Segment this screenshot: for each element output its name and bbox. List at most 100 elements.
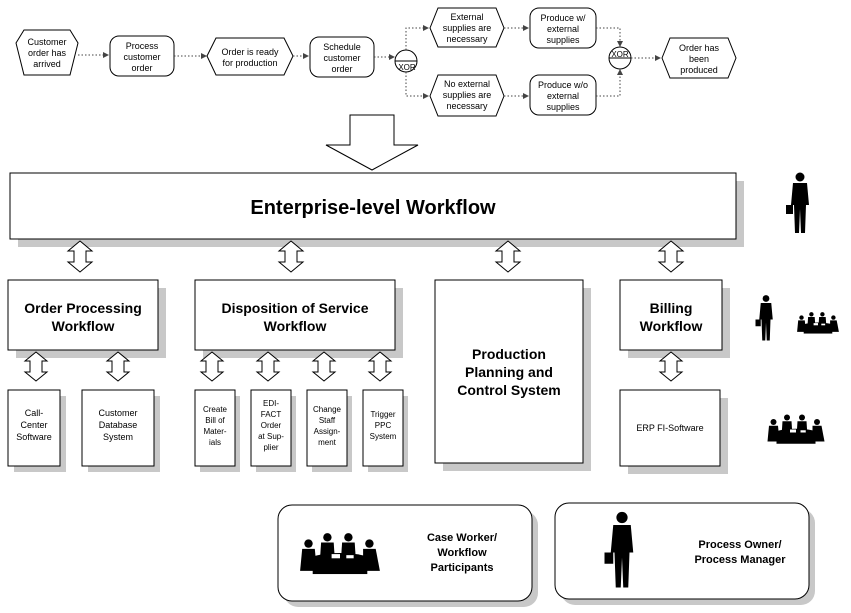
svg-text:order: order xyxy=(131,63,152,73)
double-arrow-icon xyxy=(367,351,393,382)
svg-text:Change: Change xyxy=(313,405,342,414)
xor-split-connector: XOR xyxy=(394,49,418,73)
svg-text:Disposition of Service: Disposition of Service xyxy=(221,300,368,316)
double-arrow-icon xyxy=(277,240,305,273)
svg-text:Center: Center xyxy=(20,420,47,430)
svg-text:PPC: PPC xyxy=(375,421,392,430)
svg-text:Produce w/o: Produce w/o xyxy=(538,80,588,90)
svg-text:Billing: Billing xyxy=(650,300,693,316)
event-text: Customer xyxy=(27,37,66,47)
flow-arrow xyxy=(596,69,623,97)
double-arrow-icon xyxy=(658,351,684,382)
svg-text:Process Manager: Process Manager xyxy=(694,554,786,566)
svg-text:produced: produced xyxy=(680,65,718,75)
function-process-customer-order: Process customer order xyxy=(109,35,175,77)
svg-text:Trigger: Trigger xyxy=(370,410,395,419)
function-produce-with-external: Produce w/ external supplies xyxy=(529,7,597,49)
svg-text:Production: Production xyxy=(472,346,546,362)
svg-text:EDI-: EDI- xyxy=(263,399,279,408)
svg-text:Workflow: Workflow xyxy=(640,318,703,334)
disposition-workflow: Disposition of Service Workflow xyxy=(194,279,403,358)
double-arrow-icon xyxy=(66,240,94,273)
function-produce-without-external: Produce w/o external supplies xyxy=(529,74,597,116)
svg-text:Schedule: Schedule xyxy=(323,42,361,52)
svg-text:ment: ment xyxy=(318,438,337,447)
svg-text:System: System xyxy=(103,432,133,442)
svg-text:Customer: Customer xyxy=(98,408,137,418)
event-external-supplies-necessary: External supplies are necessary xyxy=(429,7,505,48)
svg-text:supplies are: supplies are xyxy=(443,90,492,100)
case-workers-group-icon xyxy=(767,414,825,444)
svg-text:Software: Software xyxy=(16,432,52,442)
flow-arrow xyxy=(405,72,429,99)
event-no-external-supplies-necessary: No external supplies are necessary xyxy=(429,74,505,117)
svg-text:XOR: XOR xyxy=(398,63,416,72)
double-arrow-icon xyxy=(311,351,337,382)
process-owner-small-figure-icon xyxy=(755,295,773,341)
svg-text:Assign-: Assign- xyxy=(314,427,341,436)
svg-text:Participants: Participants xyxy=(431,562,494,574)
svg-text:Planning and: Planning and xyxy=(465,364,553,380)
svg-text:customer: customer xyxy=(123,52,160,62)
svg-text:ERP FI-Software: ERP FI-Software xyxy=(636,423,703,433)
svg-text:External: External xyxy=(450,12,483,22)
double-arrow-icon xyxy=(255,351,281,382)
svg-text:external: external xyxy=(547,24,579,34)
svg-text:supplies: supplies xyxy=(546,35,580,45)
svg-text:Call-: Call- xyxy=(25,408,44,418)
svg-text:Order: Order xyxy=(261,421,282,430)
meeting-group-icon xyxy=(797,312,839,334)
svg-text:Workflow: Workflow xyxy=(52,318,115,334)
large-down-arrow xyxy=(325,114,419,171)
flow-arrow xyxy=(405,25,429,50)
svg-text:System: System xyxy=(370,432,397,441)
svg-text:Bill of: Bill of xyxy=(205,416,225,425)
process-chain: Customer order has arrived Process custo… xyxy=(15,7,737,117)
svg-text:No external: No external xyxy=(444,79,490,89)
event-order-produced: Order has been produced xyxy=(661,37,737,79)
svg-text:supplies are: supplies are xyxy=(443,23,492,33)
svg-text:Order Processing: Order Processing xyxy=(24,300,142,316)
svg-text:order: order xyxy=(331,64,352,74)
svg-text:plier: plier xyxy=(263,443,278,452)
create-bill-of-materials: Create Bill of Mater- ials xyxy=(194,389,240,472)
svg-text:external: external xyxy=(547,91,579,101)
svg-text:Create: Create xyxy=(203,405,228,414)
flow-arrow xyxy=(596,27,623,47)
edifact-order-at-supplier: EDI- FACT Order at Sup- plier xyxy=(250,389,296,472)
svg-text:Workflow: Workflow xyxy=(264,318,327,334)
enterprise-workflow-box xyxy=(9,172,737,240)
svg-text:been: been xyxy=(689,54,709,64)
double-arrows-middle xyxy=(23,351,684,382)
svg-text:supplies: supplies xyxy=(546,102,580,112)
svg-text:for production: for production xyxy=(222,58,277,68)
customer-database-system: Customer Database System xyxy=(81,389,160,472)
svg-text:Process: Process xyxy=(126,41,159,51)
svg-text:Database: Database xyxy=(99,420,138,430)
production-planning-system: Production Planning and Control System xyxy=(434,279,591,471)
legend-case-worker: Case Worker/ Workflow Participants xyxy=(277,504,538,607)
svg-text:FACT: FACT xyxy=(261,410,282,419)
billing-workflow: Billing Workflow xyxy=(619,279,730,358)
svg-text:customer: customer xyxy=(323,53,360,63)
svg-text:Process Owner/: Process Owner/ xyxy=(698,539,781,551)
svg-text:Mater-: Mater- xyxy=(203,427,226,436)
double-arrow-icon xyxy=(657,240,685,273)
svg-text:Order is ready: Order is ready xyxy=(221,47,279,57)
call-center-software: Call- Center Software xyxy=(7,389,66,472)
order-processing-workflow: Order Processing Workflow xyxy=(7,279,166,358)
double-arrow-icon xyxy=(23,351,49,382)
double-arrow-icon xyxy=(199,351,225,382)
svg-text:Case Worker/: Case Worker/ xyxy=(427,532,497,544)
process-owner-figure-icon xyxy=(786,172,809,233)
svg-text:necessary: necessary xyxy=(446,101,488,111)
svg-text:at Sup-: at Sup- xyxy=(258,432,284,441)
trigger-ppc-system: Trigger PPC System xyxy=(362,389,408,472)
svg-text:Control System: Control System xyxy=(457,382,560,398)
svg-text:ials: ials xyxy=(209,438,221,447)
double-arrow-icon xyxy=(105,351,131,382)
svg-text:Workflow: Workflow xyxy=(437,547,487,559)
double-arrow-icon xyxy=(494,240,522,273)
change-staff-assignment: Change Staff Assign- ment xyxy=(306,389,352,472)
